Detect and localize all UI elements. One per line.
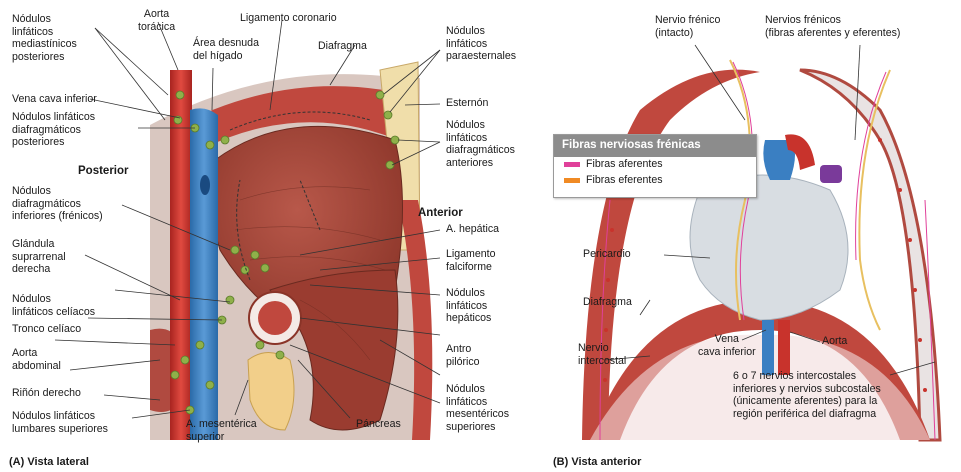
label-esternon: Esternón [446,97,488,110]
label-nodulos-lumbares: Nódulos linfáticos lumbares superiores [12,410,108,435]
label-ligamento-falciforme: Ligamento falciforme [446,248,495,273]
label-nervios-frenicos: Nervios frénicos (fibras aferentes y efe… [765,14,900,39]
label-nervio-frenico: Nervio frénico (intacto) [655,14,720,39]
label-ligamento-coronario: Ligamento coronario [240,12,337,25]
label-aorta-toracica: Aorta torácica [138,8,175,33]
label-pancreas: Páncreas [356,418,401,431]
label-posterior: Posterior [78,165,129,178]
pulmonary-vessel [820,165,842,183]
label-nodulos-celiacos: Nódulos linfáticos celíacos [12,293,95,318]
label-nodulos-mesentericos: Nódulos linfáticos mesentéricos superior… [446,383,509,433]
legend-title: Fibras nerviosas frénicas [554,135,756,157]
label-diafragma-b: Diafragma [583,296,632,309]
legend-label-eferentes: Fibras eferentes [586,174,663,186]
legend-swatch-eferentes [564,178,580,183]
thoracic-aorta [170,70,192,440]
label-nodulos-hepaticos: Nódulos linfáticos hepáticos [446,287,491,325]
label-glandula-suprarrenal: Glándula suprarrenal derecha [12,238,66,276]
label-diafragma: Diafragma [318,40,367,53]
label-aorta-abdominal: Aorta abdominal [12,347,61,372]
legend: Fibras nerviosas frénicas Fibras aferent… [553,134,757,198]
label-antro-pilorico: Antro pilórico [446,343,480,368]
legend-item-aferentes: Fibras aferentes [554,157,756,173]
inferior-vena-cava [190,108,218,440]
label-anterior: Anterior [418,207,463,220]
label-nodulos-frenicos: Nódulos diafragmáticos inferiores (fréni… [12,185,103,223]
label-rinon-derecho: Riñón derecho [12,387,81,400]
label-area-desnuda: Área desnuda del hígado [193,37,259,62]
caption-panel-a: (A) Vista lateral [9,456,89,468]
label-nodulos-mediastinicos: Nódulos linfáticos mediastínicos posteri… [12,13,77,63]
label-nodulos-diafragmaticos-posteriores: Nódulos linfáticos diafragmáticos poster… [12,111,95,149]
label-pericardio: Pericardio [583,248,631,261]
label-vena-cava-inferior-b: Vena cava inferior [698,333,756,358]
label-tronco-celiaco: Tronco celíaco [12,323,81,336]
legend-item-eferentes: Fibras eferentes [554,173,756,189]
label-aorta-b: Aorta [822,335,847,348]
label-a-hepatica: A. hepática [446,223,499,236]
legend-swatch-aferentes [564,162,580,167]
caption-panel-b: (B) Vista anterior [553,456,641,468]
label-vena-cava-inferior: Vena cava inferior [12,93,97,106]
legend-label-aferentes: Fibras aferentes [586,158,663,170]
label-nodulos-paraesternales: Nódulos linfáticos paraesternales [446,25,516,63]
label-intercostales: 6 o 7 nervios intercostales inferiores y… [733,370,881,420]
label-nervio-intercostal: Nervio intercostal [578,342,626,367]
label-a-mesenterica: A. mesentérica superior [186,418,257,443]
label-nodulos-diafragmaticos-anteriores: Nódulos linfáticos diafragmáticos anteri… [446,119,515,169]
